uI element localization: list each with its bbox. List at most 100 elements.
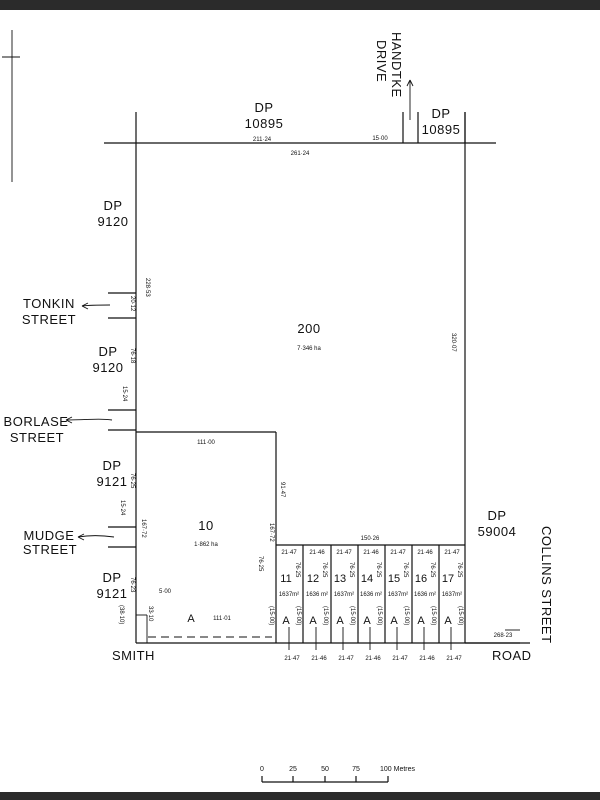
svg-text:(15·00): (15·00) (322, 606, 328, 625)
lot-10-area: 1·862 ha (194, 542, 218, 548)
svg-text:(15·00): (15·00) (457, 606, 463, 625)
svg-text:21·46: 21·46 (309, 550, 325, 556)
svg-text:(15·00): (15·00) (430, 606, 436, 625)
svg-text:21·46: 21·46 (365, 656, 381, 662)
collins-street-label: COLLINS STREET (539, 526, 554, 644)
svg-text:76·25: 76·25 (348, 562, 354, 578)
svg-text:76·25: 76·25 (402, 562, 408, 578)
small-depths: 76·25 76·25 76·25 76·25 76·25 76·25 76·2… (294, 562, 462, 578)
scale-tick-75: 75 (352, 766, 360, 773)
dim-west-e: 76·25 (129, 473, 135, 489)
lot-200-number: 200 (297, 321, 320, 336)
svg-text:21·46: 21·46 (363, 550, 379, 556)
dim-lot10-top: 111·00 (197, 440, 215, 446)
road-label: ROAD (492, 648, 532, 663)
dp59004-number: 59004 (478, 524, 517, 539)
tonkin-street-label: STREET (22, 312, 76, 327)
svg-text:76·25: 76·25 (321, 562, 327, 578)
lot-17-number: 17 (442, 573, 454, 585)
scale-tick-25: 25 (289, 766, 297, 773)
svg-text:21·47: 21·47 (338, 656, 354, 662)
svg-text:A: A (390, 615, 398, 627)
easement-marks: A A A A A A A A (187, 613, 452, 627)
dp9120-top-number: 9120 (98, 214, 129, 229)
dp9121-b-label: DP (102, 570, 121, 585)
svg-text:21·47: 21·47 (392, 656, 408, 662)
bottom-bar (0, 792, 600, 800)
street-arrows (65, 79, 520, 631)
lot-15-number: 15 (388, 573, 400, 585)
lot-11-number: 11 (280, 573, 291, 585)
easement-arrows (288, 627, 452, 650)
dp10895-right-number: 10895 (422, 122, 461, 137)
svg-text:21·47: 21·47 (336, 550, 352, 556)
lot-15-area: 1637m² (388, 592, 408, 598)
scale-tick-50: 50 (321, 766, 329, 773)
top-bar (0, 0, 600, 10)
dim-west-a: 228·53 (144, 278, 150, 297)
dim-west-h: 76·23 (129, 577, 135, 593)
scale-bar: 0 25 50 75 100 Metres (260, 766, 416, 783)
svg-text:76·25: 76·25 (294, 562, 300, 578)
svg-text:21·47: 21·47 (390, 550, 406, 556)
borlase-street-label: STREET (10, 430, 64, 445)
dim-west-j: 33·10 (147, 606, 153, 622)
lot-16-area: 1636 m² (414, 592, 436, 598)
svg-text:21·47: 21·47 (446, 656, 462, 662)
dp9121-b-number: 9121 (97, 586, 128, 601)
lot-13-area: 1637m² (334, 592, 354, 598)
dim-bottom-lot10: 111·01 (213, 616, 231, 622)
scale-tick-0: 0 (260, 766, 264, 773)
dim-west-k: 5·00 (159, 589, 172, 595)
svg-text:21·47: 21·47 (281, 550, 297, 556)
lot-17-area: 1637m² (442, 592, 462, 598)
lot-10-number: 10 (198, 518, 213, 533)
dp10895-left-number: 10895 (245, 116, 284, 131)
drive-label: DRIVE (374, 40, 389, 82)
small-widths-bottom: 21·47 21·46 21·47 21·46 21·47 21·46 21·4… (284, 656, 462, 662)
dim-west-d: 15·24 (121, 386, 127, 402)
svg-text:A: A (363, 615, 371, 627)
boundaries (104, 112, 530, 644)
dim-west-i: (38·10) (118, 605, 124, 624)
svg-text:A: A (187, 613, 195, 625)
mudge-street-label: STREET (23, 542, 77, 557)
svg-text:21·46: 21·46 (417, 550, 433, 556)
dim-east: 320·07 (450, 333, 456, 352)
dp9120-top-label: DP (103, 198, 122, 213)
dim-west-g: 167·72 (140, 519, 146, 538)
svg-text:21·46: 21·46 (311, 656, 327, 662)
lot-12-number: 12 (307, 573, 319, 585)
borlase-label: BORLASE (4, 414, 69, 429)
dim-small-top: 150·26 (361, 536, 380, 542)
dim-road-frontage: 268·23 (494, 633, 513, 639)
dim-west-c: 76·18 (129, 348, 135, 364)
dp9120-mid-number: 9120 (93, 360, 124, 375)
dim-top-b: 261·24 (291, 151, 310, 157)
easement-dims: (15·00) (15·00) (15·00) (15·00) (15·00) … (268, 606, 463, 625)
dp10895-left-label: DP (254, 100, 273, 115)
svg-text:(15·00): (15·00) (295, 606, 301, 625)
svg-text:(15·00): (15·00) (268, 606, 274, 625)
svg-text:(15·00): (15·00) (376, 606, 382, 625)
tonkin-label: TONKIN (23, 296, 75, 311)
lot-200-area: 7·346 ha (297, 346, 321, 352)
svg-text:A: A (309, 615, 317, 627)
dim-west-f: 15·24 (119, 500, 125, 516)
svg-text:A: A (336, 615, 344, 627)
svg-text:21·47: 21·47 (284, 656, 300, 662)
svg-text:76·25: 76·25 (429, 562, 435, 578)
dp59004-label: DP (487, 508, 506, 523)
dim-top-a: 211·24 (253, 137, 272, 143)
dp9121-a-label: DP (102, 458, 121, 473)
svg-text:21·46: 21·46 (419, 656, 435, 662)
svg-text:A: A (282, 615, 290, 627)
svg-text:(15·00): (15·00) (403, 606, 409, 625)
lot-13-number: 13 (334, 573, 346, 585)
scale-tick-100: 100 Metres (380, 766, 416, 773)
svg-text:21·47: 21·47 (444, 550, 460, 556)
svg-text:A: A (444, 615, 452, 627)
dim-lot10-east: 91·47 (279, 482, 285, 498)
dim-lot10-east-c: 76·25 (257, 556, 263, 572)
